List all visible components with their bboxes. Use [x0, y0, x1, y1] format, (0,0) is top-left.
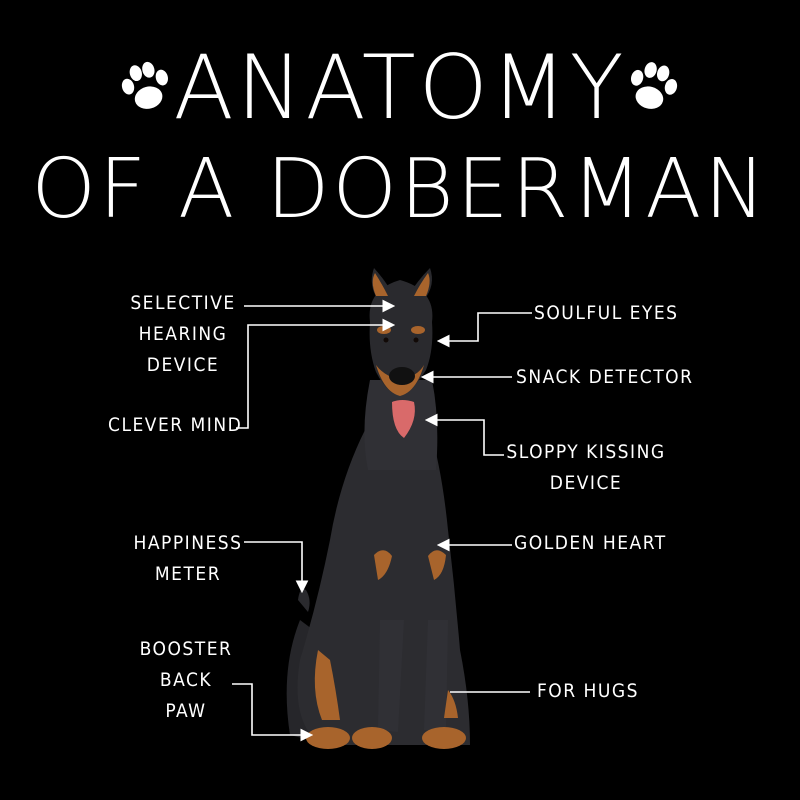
label-booster-back-paw: BOOSTER BACK PAW — [136, 634, 236, 727]
label-line: PAW — [165, 700, 207, 722]
label-line: METER — [154, 563, 222, 585]
label-for-hugs: FOR HUGS — [532, 676, 644, 707]
label-line: SLOPPY KISSING — [506, 441, 666, 463]
label-line: GOLDEN HEART — [514, 532, 667, 554]
paw-print-icon — [121, 61, 168, 109]
label-line: DEVICE — [549, 472, 623, 494]
label-line: FOR HUGS — [536, 680, 640, 702]
label-line: HAPPINESS — [133, 532, 243, 554]
label-golden-heart: GOLDEN HEART — [514, 528, 666, 559]
label-line: DEVICE — [146, 354, 220, 376]
label-line: SELECTIVE — [130, 292, 236, 314]
title-line-2: OF A DOBERMAN — [31, 142, 769, 237]
label-soulful-eyes: SOULFUL EYES — [534, 298, 679, 329]
leader-lines — [232, 299, 532, 742]
label-line: CLEVER MIND — [108, 414, 243, 436]
label-line: HEARING — [138, 323, 228, 345]
label-selective-hearing: SELECTIVE HEARING DEVICE — [128, 288, 238, 381]
title-line-1: ANATOMY — [173, 36, 627, 139]
paw-print-icon — [630, 62, 678, 109]
label-snack-detector: SNACK DETECTOR — [516, 362, 694, 393]
label-line: BOOSTER — [139, 638, 233, 660]
label-line: BACK — [159, 669, 213, 691]
label-happiness-meter: HAPPINESS METER — [130, 528, 246, 590]
label-line: SOULFUL EYES — [534, 302, 679, 324]
label-line: SNACK DETECTOR — [516, 366, 694, 388]
dog-body — [286, 268, 470, 749]
label-sloppy-kissing: SLOPPY KISSING DEVICE — [506, 437, 666, 499]
label-clever-mind: CLEVER MIND — [108, 410, 243, 441]
